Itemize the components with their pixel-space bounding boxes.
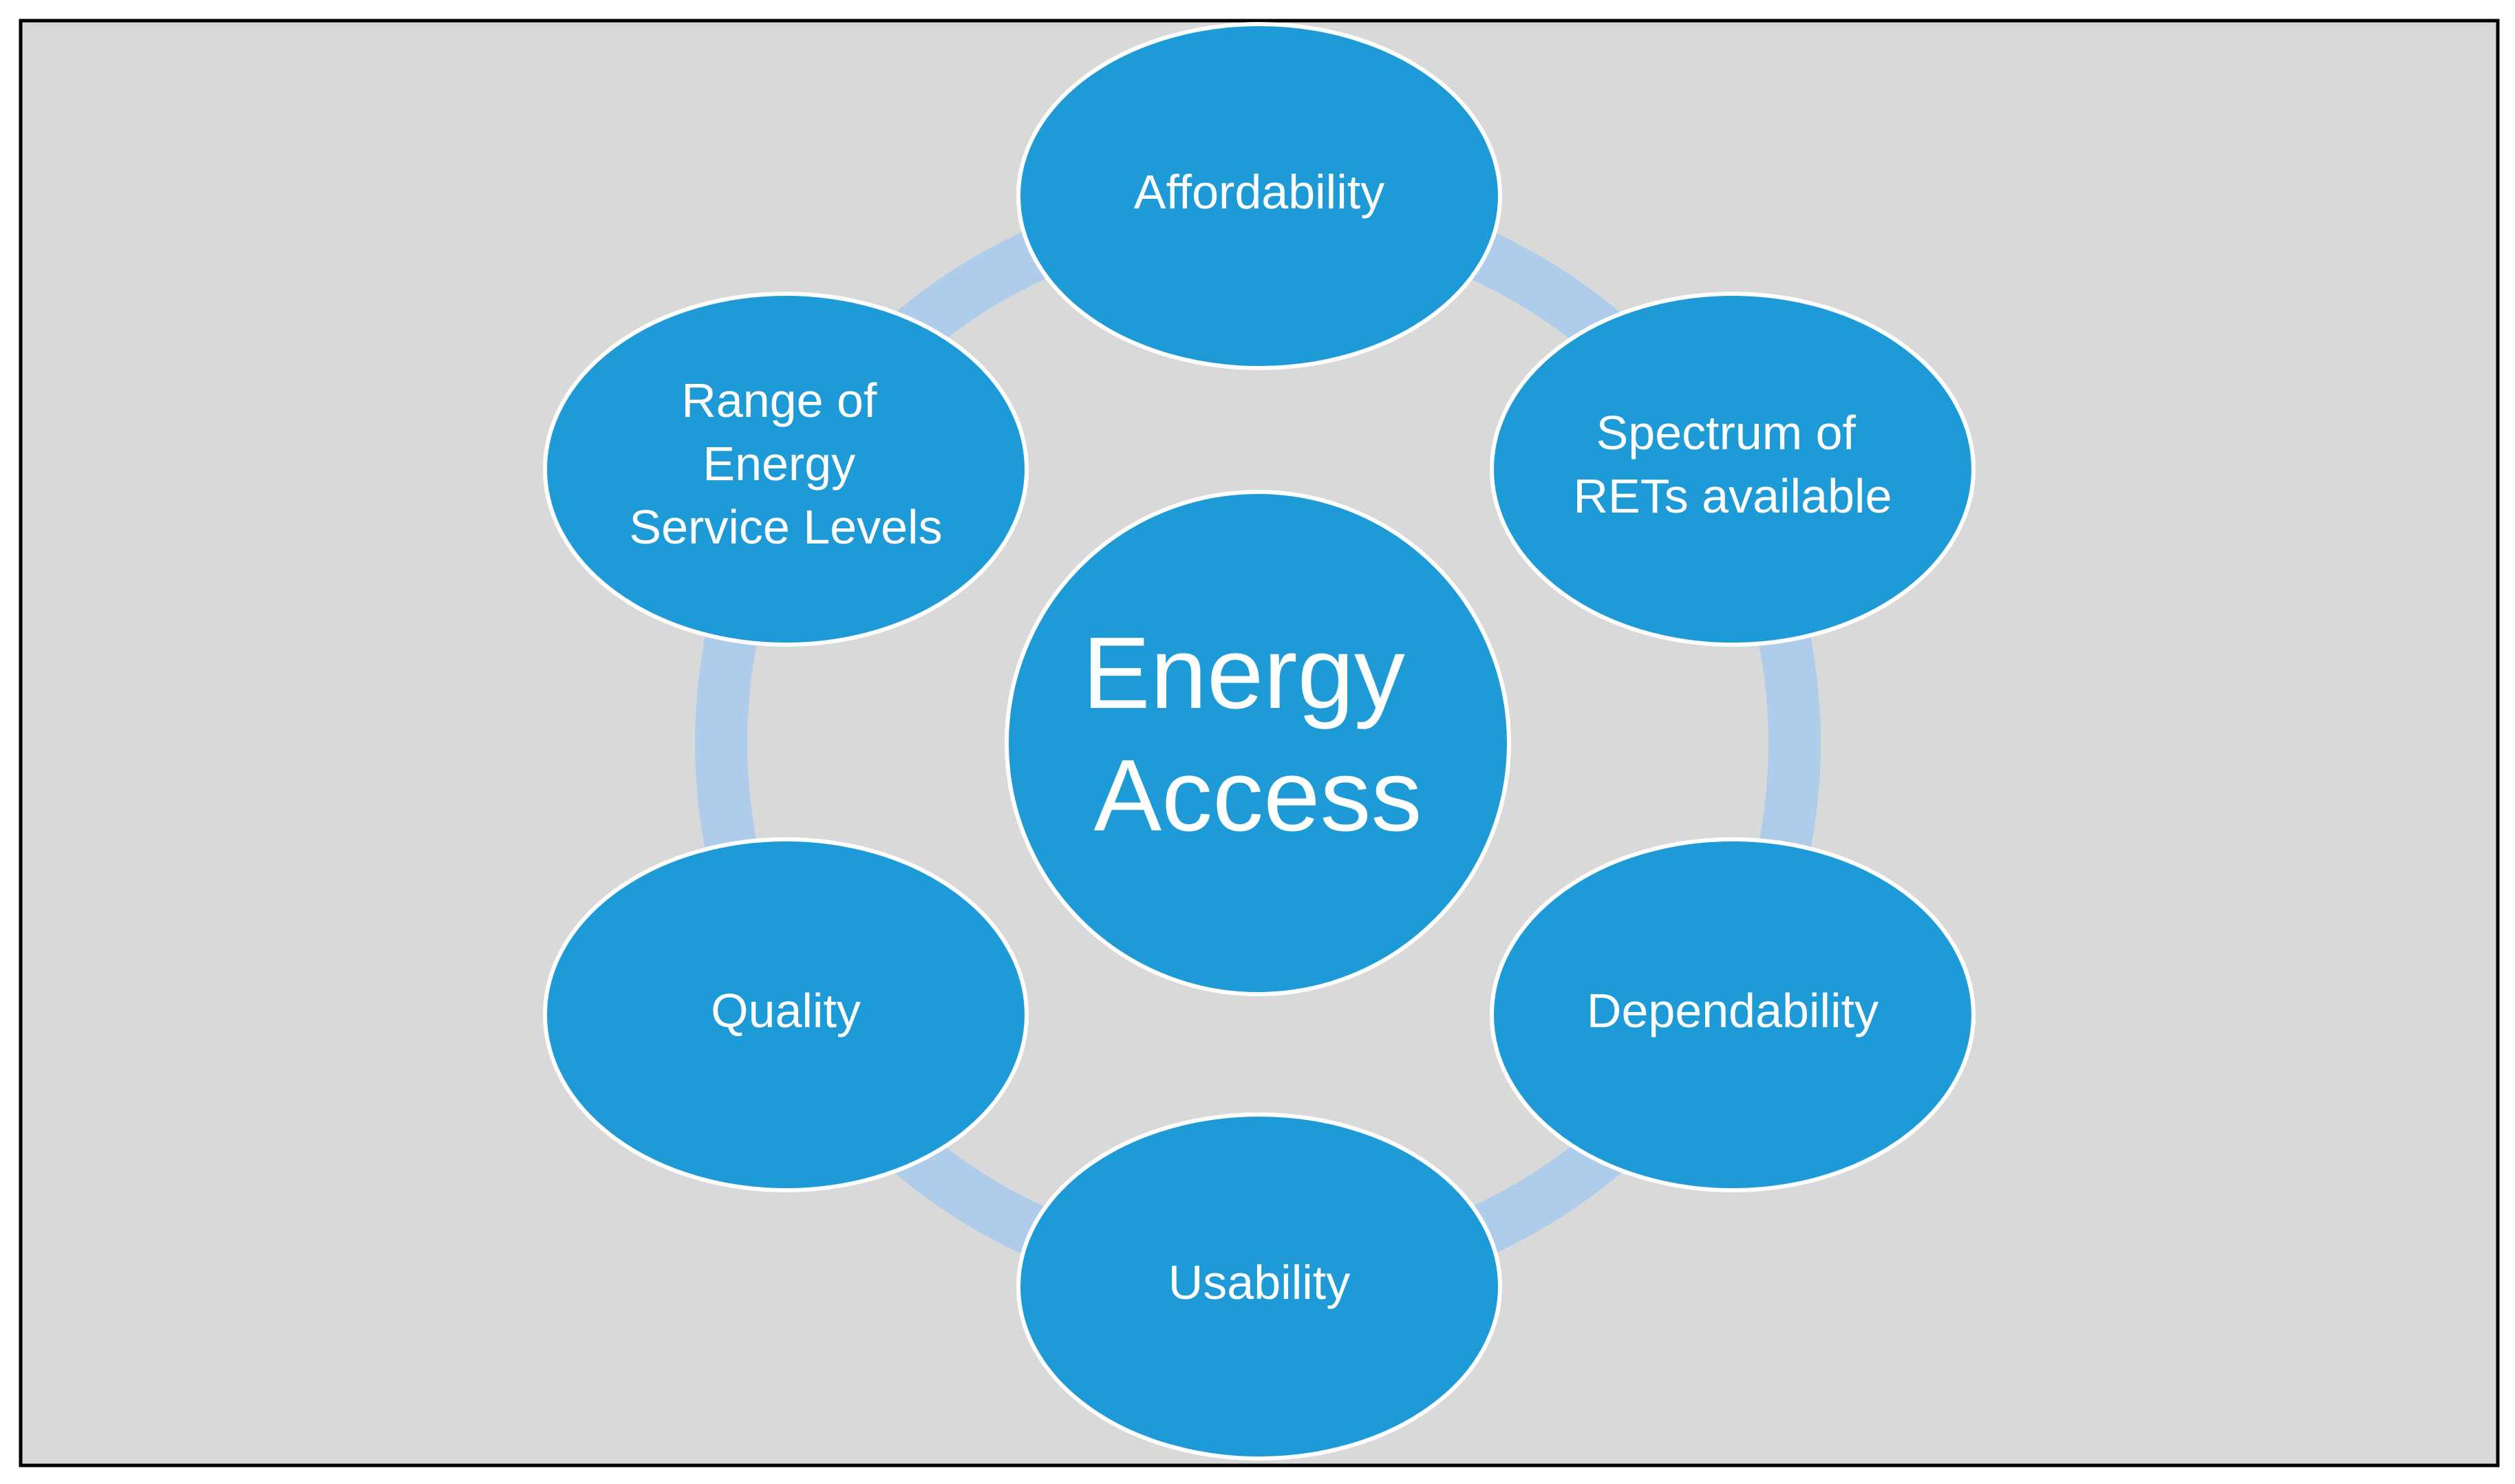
node-label-line: Dependability	[1587, 984, 1879, 1037]
center-label-line: Energy	[1082, 616, 1405, 730]
node-ellipse	[1490, 292, 1976, 647]
node-quality: Quality	[543, 837, 1029, 1192]
node-spectrum: Spectrum of RETs available	[1490, 292, 1976, 647]
node-label: Quality	[711, 984, 861, 1037]
node-label: Dependability	[1587, 984, 1879, 1037]
node-ellipse	[543, 837, 1029, 1192]
node-label-line: Service Levels	[629, 500, 942, 554]
node-label: Range of Energy Service Levels	[629, 374, 942, 554]
node-label: Usability	[1168, 1256, 1351, 1309]
node-label: Affordability	[1134, 165, 1384, 219]
node-label-line: Energy	[703, 437, 855, 491]
node-label-line: Affordability	[1134, 165, 1384, 219]
node-ellipse	[1490, 837, 1976, 1192]
node-ellipse	[543, 292, 1029, 647]
center-label-line: Access	[1093, 739, 1422, 852]
node-dependability: Dependability	[1490, 837, 1976, 1192]
node-label-line: Usability	[1168, 1256, 1351, 1309]
node-ellipse	[1016, 1112, 1502, 1461]
node-usability: Usability	[1016, 1112, 1502, 1461]
center-circle	[1005, 490, 1511, 996]
node-label-line: Spectrum of	[1596, 406, 1856, 460]
node-label-line: Range of	[681, 374, 877, 427]
node-label-line: RETs available	[1574, 469, 1892, 523]
node-range: Range of Energy Service Levels	[543, 292, 1029, 647]
node-label: Spectrum of RETs available	[1574, 406, 1892, 523]
center-node: Energy Access	[1005, 490, 1511, 996]
node-ellipse	[1016, 22, 1502, 370]
node-affordability: Affordability	[1016, 22, 1502, 370]
node-label-line: Quality	[711, 984, 861, 1037]
center-label: Energy Access	[1082, 616, 1433, 852]
